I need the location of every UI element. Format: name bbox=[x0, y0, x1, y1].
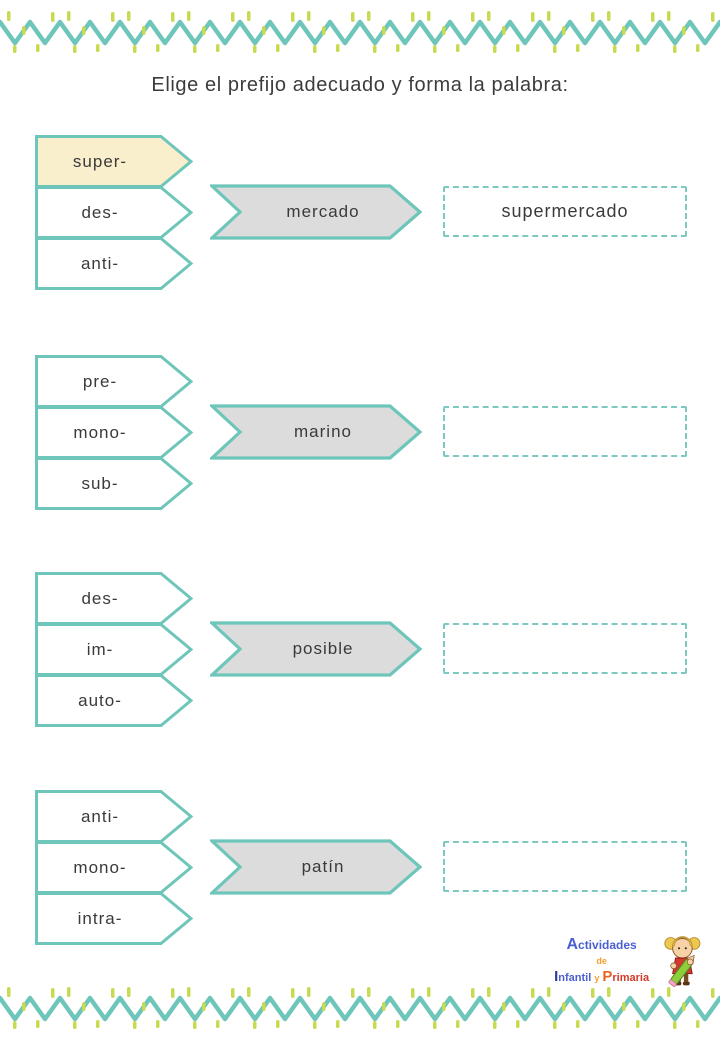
logo-word-primaria: Primaria bbox=[602, 968, 650, 986]
prefix-label: auto- bbox=[78, 690, 122, 710]
prefix-label: super- bbox=[72, 151, 128, 171]
prefix-option-anti[interactable]: anti- bbox=[35, 790, 193, 843]
prefix-label: des- bbox=[81, 202, 119, 222]
answer-box[interactable] bbox=[443, 841, 687, 892]
exercise-group-1: super- des- anti- mercado supermercado bbox=[35, 135, 695, 297]
prefix-label: im- bbox=[86, 639, 114, 659]
base-word-arrow: patín bbox=[210, 839, 422, 895]
base-word-label: mercado bbox=[286, 202, 360, 221]
mascot-girl-icon bbox=[664, 936, 701, 987]
base-word-label: patín bbox=[301, 857, 345, 876]
prefix-option-des[interactable]: des- bbox=[35, 572, 193, 625]
prefix-stack: super- des- anti- bbox=[35, 135, 193, 290]
exercise-group-2: pre- mono- sub- marino bbox=[35, 355, 695, 517]
base-word-arrow: posible bbox=[210, 621, 422, 677]
prefix-option-sub[interactable]: sub- bbox=[35, 457, 193, 510]
prefix-option-pre[interactable]: pre- bbox=[35, 355, 193, 408]
prefix-label: anti- bbox=[80, 806, 120, 826]
logo-line1: Actividades bbox=[566, 935, 637, 953]
prefix-option-intra[interactable]: intra- bbox=[35, 892, 193, 945]
prefix-label: intra- bbox=[77, 908, 123, 928]
site-logo-text: Actividades de Infantil y Primaria bbox=[546, 935, 657, 988]
zigzag-border-top bbox=[0, 10, 720, 54]
prefix-label: pre- bbox=[82, 371, 118, 391]
answer-box[interactable]: supermercado bbox=[443, 186, 687, 237]
worksheet-title: Elige el prefijo adecuado y forma la pal… bbox=[151, 74, 569, 96]
base-word-arrow: mercado bbox=[210, 184, 422, 240]
base-word-arrow: marino bbox=[210, 404, 422, 460]
zigzag-border-bottom bbox=[0, 986, 720, 1030]
prefix-label: anti- bbox=[80, 253, 120, 273]
site-logo: Actividades de Infantil y Primaria bbox=[546, 932, 706, 988]
prefix-option-mono[interactable]: mono- bbox=[35, 406, 193, 459]
prefix-stack: pre- mono- sub- bbox=[35, 355, 193, 510]
prefix-option-mono[interactable]: mono- bbox=[35, 841, 193, 894]
prefix-stack: des- im- auto- bbox=[35, 572, 193, 727]
prefix-label: mono- bbox=[73, 857, 127, 877]
prefix-option-auto[interactable]: auto- bbox=[35, 674, 193, 727]
exercise-group-4: anti- mono- intra- patín bbox=[35, 790, 695, 952]
prefix-option-anti[interactable]: anti- bbox=[35, 237, 193, 290]
exercise-group-3: des- im- auto- posible bbox=[35, 572, 695, 734]
prefix-option-des[interactable]: des- bbox=[35, 186, 193, 239]
answer-box[interactable] bbox=[443, 623, 687, 674]
prefix-label: sub- bbox=[81, 473, 119, 493]
base-word-label: posible bbox=[292, 639, 354, 658]
logo-word-infantil: Infantil bbox=[554, 968, 592, 986]
prefix-label: des- bbox=[81, 588, 119, 608]
prefix-label: mono- bbox=[73, 422, 127, 442]
prefix-option-super[interactable]: super- bbox=[35, 135, 193, 188]
logo-word-y: y bbox=[594, 973, 600, 984]
base-word-label: marino bbox=[294, 422, 352, 441]
prefix-option-im[interactable]: im- bbox=[35, 623, 193, 676]
logo-line3: Infantil y Primaria bbox=[554, 970, 649, 984]
logo-line2: de bbox=[596, 955, 607, 966]
prefix-stack: anti- mono- intra- bbox=[35, 790, 193, 945]
answer-box[interactable] bbox=[443, 406, 687, 457]
